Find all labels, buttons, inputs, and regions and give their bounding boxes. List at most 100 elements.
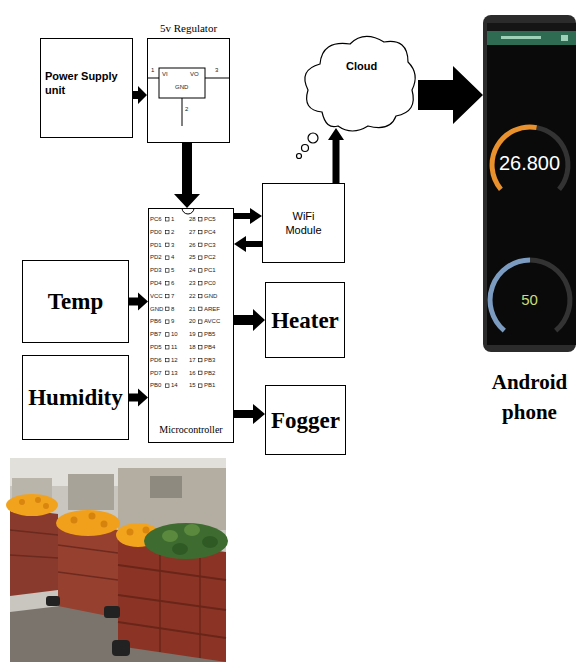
pin-label: GND <box>175 84 188 91</box>
box-label: Temp <box>48 288 103 315</box>
pin-label: 5 <box>171 267 174 274</box>
block-arrow <box>129 389 148 407</box>
drawing-part <box>182 98 183 126</box>
pin-label: 10 <box>171 331 178 338</box>
phone-bezel <box>483 15 576 352</box>
drawing-part <box>101 521 108 528</box>
pin-label: PC2 <box>204 254 216 261</box>
box-label: WiFi Module <box>280 209 328 237</box>
truck-photo <box>6 458 228 662</box>
pin-label: 2 <box>171 229 174 236</box>
drawing-part <box>202 536 218 548</box>
drawing-part <box>89 513 96 520</box>
pin-label: PC1 <box>204 267 216 274</box>
status-bar <box>487 23 576 31</box>
pin-label: 12 <box>171 357 178 364</box>
pin-label: 23 <box>189 280 196 287</box>
block-arrow <box>328 128 344 183</box>
pin-label: PC3 <box>204 242 216 249</box>
sensor-box: Humidity <box>22 355 129 440</box>
pin-label: 13 <box>171 370 178 377</box>
pin-pad <box>166 282 170 286</box>
sensor-box: Temp <box>22 260 129 343</box>
pin-pad <box>199 371 203 375</box>
pin-label: AVCC <box>204 318 220 325</box>
pin-label: PC6 <box>150 216 162 223</box>
pin-label: GND <box>204 293 217 300</box>
pin-label: 25 <box>189 254 196 261</box>
pin-label: 7 <box>171 293 174 300</box>
drawing-part <box>199 550 201 658</box>
pin-pad <box>199 307 203 311</box>
pin-label: 15 <box>189 382 196 389</box>
cloud-label: Cloud <box>346 60 377 73</box>
drawing-part <box>104 606 120 618</box>
gauge-value: 50 <box>483 291 576 309</box>
pin-label: GND <box>150 306 163 313</box>
pin-label: PD4 <box>150 280 162 287</box>
pin-pad <box>199 384 203 388</box>
pin-label: 1 <box>171 216 174 223</box>
pin-label: PD2 <box>150 254 162 261</box>
pin-label: 20 <box>189 318 196 325</box>
pin-pad <box>166 371 170 375</box>
pin-pad <box>199 243 203 247</box>
thought-bubbles <box>297 133 319 159</box>
pin-label: VO <box>190 71 199 78</box>
power-supply-box: Power Supply unit <box>40 38 133 138</box>
drawing-part <box>58 545 118 553</box>
pin-pad <box>166 307 170 311</box>
pin-label: 8 <box>171 306 174 313</box>
pin-label: PC0 <box>204 280 216 287</box>
pin-pad <box>166 358 170 362</box>
app-bar <box>487 31 576 45</box>
pin-pad <box>199 294 203 298</box>
drawing-part <box>162 530 178 542</box>
pin-label: PD7 <box>150 370 162 377</box>
drawing-part <box>205 78 230 79</box>
box-label: Humidity <box>28 384 123 411</box>
pin-label: PB0 <box>150 382 161 389</box>
drawing-part <box>118 565 226 580</box>
block-arrow <box>129 293 148 311</box>
pin-pad <box>166 294 170 298</box>
pin-pad <box>166 230 170 234</box>
pin-pad <box>199 282 203 286</box>
drawing-part <box>10 530 58 535</box>
cloud-shape: Cloud <box>300 32 418 128</box>
pin-pad <box>166 333 170 337</box>
pin-label: 26 <box>189 242 196 249</box>
drawing-part <box>144 523 228 559</box>
pin-pad <box>199 269 203 273</box>
pin-label: PB1 <box>204 382 215 389</box>
block-arrow <box>174 143 200 208</box>
drawing-part <box>159 545 161 652</box>
regulator-box: 5v Regulator <box>147 38 230 143</box>
pin-label: PB7 <box>150 331 161 338</box>
pin-label: 3 <box>171 242 174 249</box>
drawing-part <box>297 154 302 159</box>
drawing-part <box>10 555 58 558</box>
pin-pad <box>199 346 203 350</box>
pin-label: 16 <box>189 370 196 377</box>
pin-pad <box>166 346 170 350</box>
drawing-part <box>127 529 134 536</box>
device-caption: Android phone <box>483 367 576 427</box>
pin-label: PB6 <box>150 318 161 325</box>
pin-label: 19 <box>189 331 196 338</box>
drawing-part <box>143 527 150 534</box>
pin-label: 24 <box>189 267 196 274</box>
drawing-part <box>19 499 25 505</box>
drawing-part <box>112 640 130 656</box>
box-heading: 5v Regulator <box>136 22 241 35</box>
pin-label: PB2 <box>204 370 215 377</box>
pin-label: PD5 <box>150 344 162 351</box>
pin-label: 11 <box>171 344 177 351</box>
drawing-part <box>6 494 58 516</box>
pin-label: 22 <box>189 293 196 300</box>
box-label: Power Supply unit <box>45 69 129 97</box>
drawing-part <box>35 497 41 503</box>
pin-label: PB5 <box>204 331 215 338</box>
